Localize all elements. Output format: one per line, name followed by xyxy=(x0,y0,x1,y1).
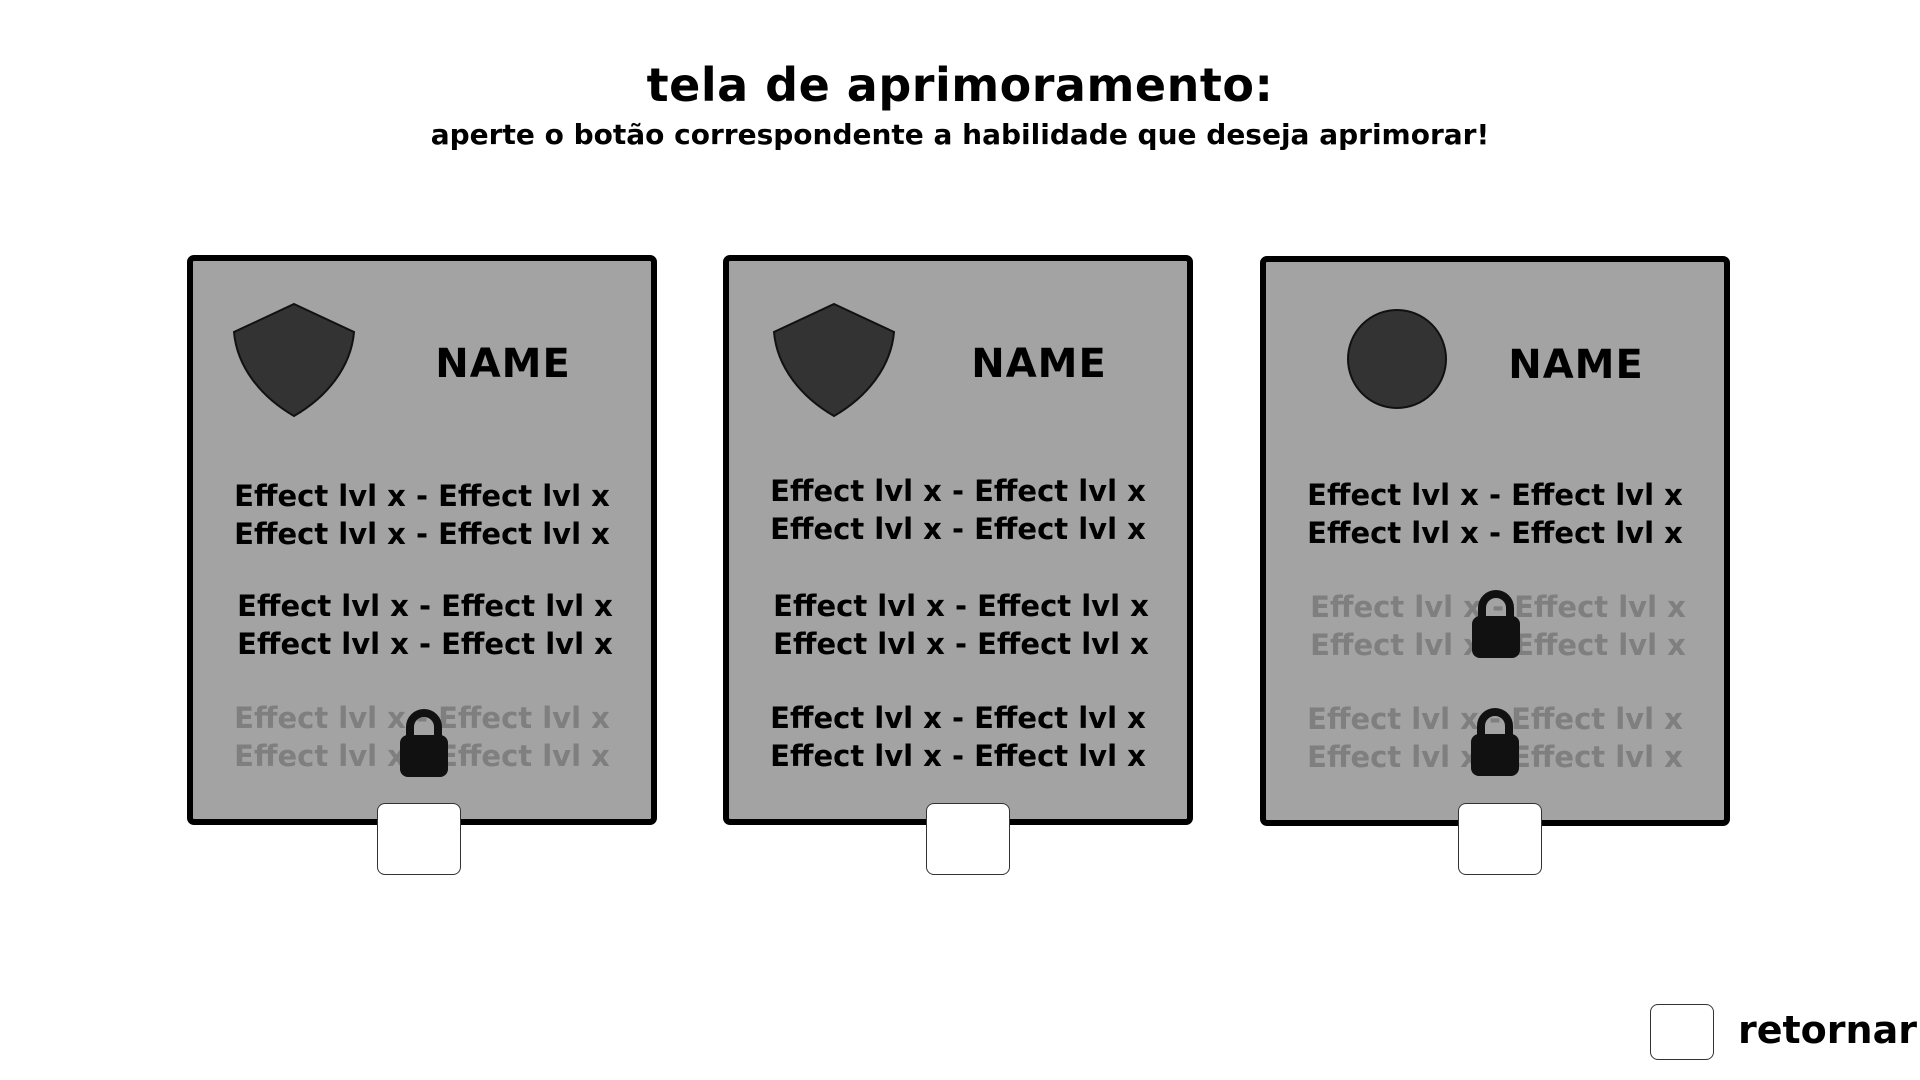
skill-card-2: NAME Effect lvl x - Effect lvl x Effect … xyxy=(723,255,1193,825)
effect-line: Effect lvl x - Effect lvl x xyxy=(1307,516,1683,550)
return-button[interactable] xyxy=(1650,1004,1714,1060)
effect-line: Effect lvl x - Effect lvl x xyxy=(234,701,610,735)
effect-line: Effect lvl x - Effect lvl x xyxy=(1307,702,1683,736)
lock-icon xyxy=(1472,590,1520,658)
skill-card-3: NAME Effect lvl x - Effect lvl x Effect … xyxy=(1260,256,1730,826)
upgrade-button-2[interactable] xyxy=(926,803,1010,875)
shield-icon xyxy=(232,302,356,418)
effect-line: Effect lvl x - Effect lvl x xyxy=(770,512,1146,546)
effect-line: Effect lvl x - Effect lvl x xyxy=(770,474,1146,508)
effect-line: Effect lvl x - Effect lvl x xyxy=(234,479,610,513)
effect-group-2: Effect lvl x - Effect lvl x Effect lvl x… xyxy=(732,587,1190,663)
lock-icon xyxy=(1471,708,1519,776)
effect-group-3-locked: Effect lvl x - Effect lvl x Effect lvl x… xyxy=(1266,700,1724,776)
effect-line: Effect lvl x - Effect lvl x xyxy=(773,627,1149,661)
page-subtitle: aperte o botão correspondente a habilida… xyxy=(430,118,1490,151)
effect-group-2-locked: Effect lvl x - Effect lvl x Effect lvl x… xyxy=(1269,588,1727,664)
page-title: tela de aprimoramento: xyxy=(646,58,1274,112)
effect-group-3: Effect lvl x - Effect lvl x Effect lvl x… xyxy=(729,699,1187,775)
effect-line: Effect lvl x - Effect lvl x xyxy=(770,739,1146,773)
effect-line: Effect lvl x - Effect lvl x xyxy=(773,589,1149,623)
effect-line: Effect lvl x - Effect lvl x xyxy=(234,517,610,551)
effect-line: Effect lvl x - Effect lvl x xyxy=(1307,478,1683,512)
skill-name: NAME xyxy=(1508,342,1644,388)
effect-line: Effect lvl x - Effect lvl x xyxy=(237,589,613,623)
effect-group-1: Effect lvl x - Effect lvl x Effect lvl x… xyxy=(193,477,651,553)
skill-card-1: NAME Effect lvl x - Effect lvl x Effect … xyxy=(187,255,657,825)
effect-line: Effect lvl x - Effect lvl x xyxy=(237,627,613,661)
shield-icon xyxy=(772,302,896,418)
effect-group-1: Effect lvl x - Effect lvl x Effect lvl x… xyxy=(729,472,1187,548)
lock-icon xyxy=(400,709,448,777)
effect-line: Effect lvl x - Effect lvl x xyxy=(770,701,1146,735)
effect-group-1: Effect lvl x - Effect lvl x Effect lvl x… xyxy=(1266,476,1724,552)
effect-group-3-locked: Effect lvl x - Effect lvl x Effect lvl x… xyxy=(193,699,651,777)
circle-icon xyxy=(1347,309,1447,409)
skill-name: NAME xyxy=(971,341,1107,387)
return-label[interactable]: retornar xyxy=(1738,1008,1917,1052)
upgrade-button-3[interactable] xyxy=(1458,803,1542,875)
upgrade-button-1[interactable] xyxy=(377,803,461,875)
skill-name: NAME xyxy=(435,341,571,387)
effect-group-2: Effect lvl x - Effect lvl x Effect lvl x… xyxy=(196,587,654,663)
